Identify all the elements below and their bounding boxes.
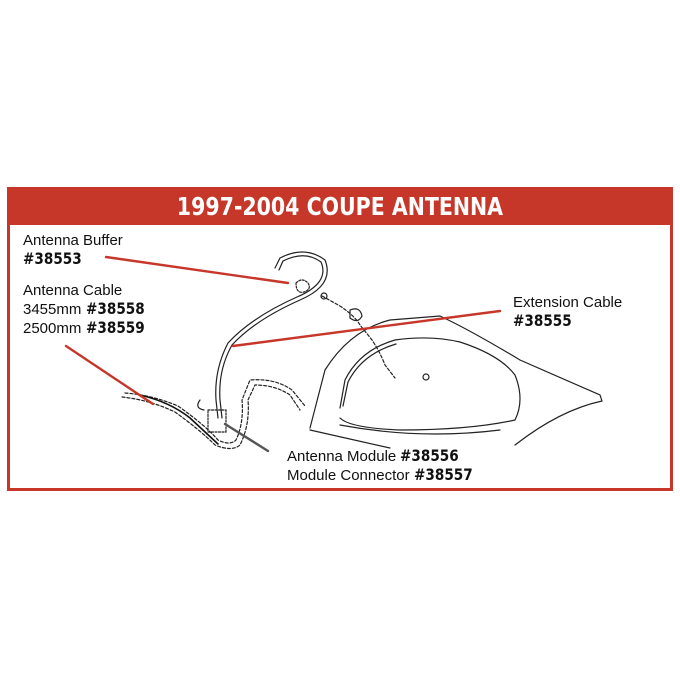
cable-length: 2500mm — [23, 320, 82, 337]
extension-cable-label: Extension Cable — [513, 294, 623, 311]
antenna-module-label: Antenna Module — [287, 448, 397, 465]
antenna-buffer-part-number: #38553 — [23, 249, 82, 268]
leader-antenna-buffer — [104, 255, 290, 285]
cable-part-number: #38558 — [85, 299, 145, 318]
antenna-buffer-label: Antenna Buffer — [23, 232, 123, 249]
extension-cable-part-number: #38555 — [513, 311, 572, 330]
title-banner: 1997-2004 COUPE ANTENNA — [7, 187, 673, 225]
callout-antenna-cable: Antenna Cable 3455mm #38558 2500mm #3855… — [23, 282, 155, 338]
diagram-title: 1997-2004 COUPE ANTENNA — [176, 191, 504, 221]
module-connector-part-number: #38557 — [413, 465, 473, 484]
callout-antenna-buffer: Antenna Buffer #38553 — [23, 232, 123, 269]
antenna-module-part-number: #38556 — [400, 446, 460, 465]
leader-antenna-cable — [64, 344, 155, 406]
leader-extension-cable — [231, 309, 502, 348]
antenna-cable-option: 3455mm #38558 — [23, 300, 155, 319]
module-connector-label: Module Connector — [287, 467, 410, 484]
antenna-buffer-drawing — [295, 279, 310, 293]
rear-window-drawing — [309, 315, 603, 446]
antenna-cable-drawing — [219, 251, 328, 419]
leader-antenna-module — [223, 422, 270, 453]
antenna-cable-option: 2500mm #38559 — [23, 319, 155, 338]
diagram-frame — [7, 187, 673, 491]
callout-extension-cable: Extension Cable #38555 — [513, 294, 622, 331]
antenna-cable-label: Antenna Cable — [23, 282, 123, 299]
extension-cable-drawing — [321, 295, 396, 379]
antenna-module-drawing — [207, 409, 227, 433]
cable-part-number: #38559 — [85, 318, 145, 337]
callout-antenna-module: Antenna Module #38556 Module Connector #… — [287, 447, 483, 485]
cable-length: 3455mm — [23, 301, 82, 318]
